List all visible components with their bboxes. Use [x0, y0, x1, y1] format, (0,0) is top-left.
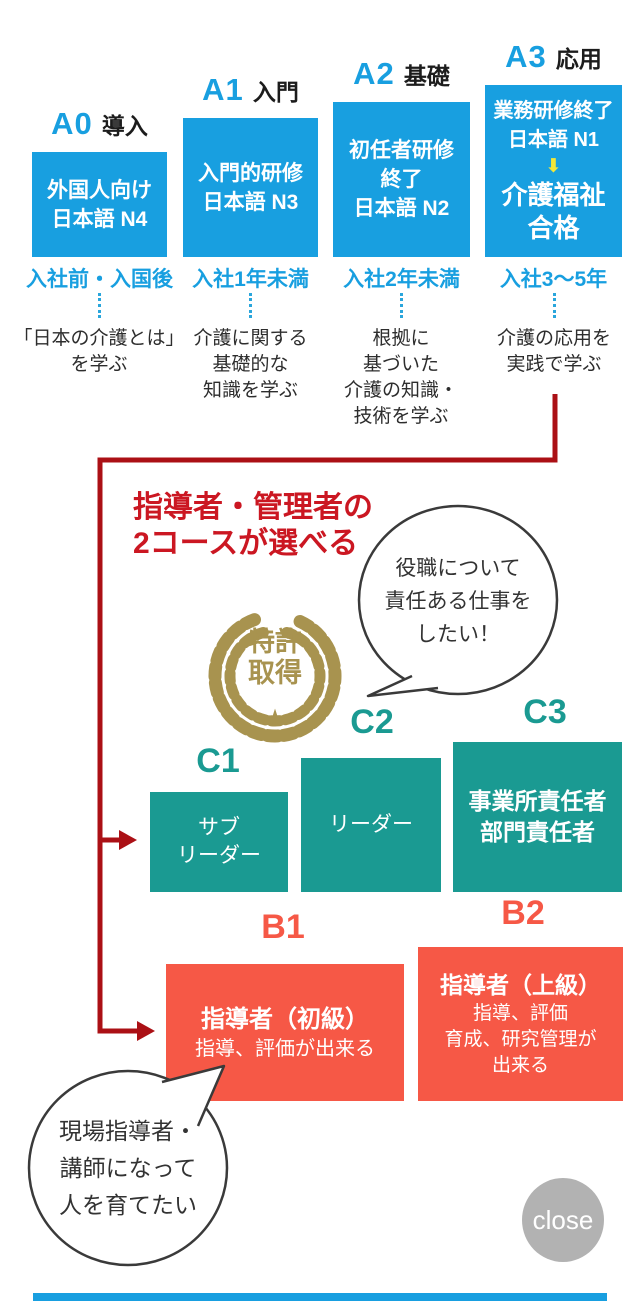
stage-a3-description: 介護の応用を 実践で学ぶ: [496, 328, 611, 375]
down-arrow-icon: ⬇: [545, 156, 562, 177]
stage-a2-box: 初任者研修 終了 日本語 N2: [333, 102, 470, 257]
stage-a1-timeline: 入社1年未満: [192, 268, 309, 291]
stage-a2-header: A2 基礎: [333, 56, 470, 92]
stage-a0-header: A0 導入: [32, 106, 167, 142]
stage-a0-box-line1: 外国人向け: [47, 178, 152, 202]
stage-a3-box-line2: 日本語 N1: [507, 129, 600, 151]
stage-a0-box: 外国人向け 日本語 N4: [32, 152, 167, 257]
c3-label: C3: [523, 693, 567, 731]
stage-a1-box: 入門的研修 日本語 N3: [183, 118, 318, 257]
stage-a3-box: 業務研修終了 日本語 N1 ⬇ 介護福祉 合格: [485, 85, 622, 257]
arrowhead-to-b1: [137, 1021, 155, 1041]
stage-a3-header: A3 応用: [485, 39, 622, 75]
stage-a1-box-line2: 日本語 N3: [202, 190, 299, 214]
stage-a2-tag: 基礎: [403, 63, 450, 89]
stage-a1-description: 介護に関する 基礎的な 知識を学ぶ: [193, 328, 308, 401]
stage-a2-dotted-line: [400, 293, 403, 318]
stage-a3-box-main2: 合格: [527, 213, 580, 243]
bottom-blue-bar: [33, 1293, 607, 1301]
stage-a3-box-main1: 介護福祉: [501, 180, 606, 210]
b2-box: 指導者（上級） 指導、評価 育成、研究管理が 出来る: [418, 947, 623, 1101]
stage-a0-code: A0: [51, 106, 93, 141]
stage-a3-timeline: 入社3〜5年: [499, 268, 608, 291]
stage-a2-description: 根拠に 基づいた 介護の知識・ 技術を学ぶ: [343, 328, 458, 427]
stage-a0-tag: 導入: [101, 113, 148, 139]
stage-a3-code: A3: [505, 39, 547, 74]
stage-a0-dotted-line: [98, 293, 101, 318]
c1-label: C1: [196, 742, 240, 780]
patent-badge-text: 特許 取得: [248, 627, 302, 688]
b2-label: B2: [501, 894, 545, 932]
arrowhead-to-c1: [119, 830, 137, 850]
stage-a1-dotted-line: [249, 293, 252, 318]
stage-a2-box-line2: 終了: [380, 168, 423, 191]
stage-a3-box-line1: 業務研修終了: [493, 100, 614, 122]
stage-a1-box-line1: 入門的研修: [198, 161, 303, 185]
stage-a2-box-line3: 日本語 N2: [353, 197, 450, 220]
stage-a2-code: A2: [353, 56, 395, 91]
stage-a1-code: A1: [202, 72, 244, 107]
c3-box: 事業所責任者 部門責任者: [453, 742, 622, 892]
close-button[interactable]: close: [522, 1178, 604, 1262]
b1-label: B1: [261, 908, 305, 946]
stage-a2-box-line1: 初任者研修: [349, 139, 454, 162]
stage-a0-box-line2: 日本語 N4: [51, 207, 148, 231]
stage-a2-timeline: 入社2年未満: [343, 268, 460, 291]
b1-box: 指導者（初級） 指導、評価が出来る: [166, 964, 404, 1101]
speech-bubble-top-text: 役職について 責任ある仕事を したい！: [384, 557, 532, 646]
c1-box: サブ リーダー: [150, 792, 288, 892]
stage-a3-dotted-line: [553, 293, 556, 318]
c2-label: C2: [350, 703, 394, 741]
stage-a1-header: A1 入門: [183, 72, 318, 108]
stage-a0-timeline: 入社前・入国後: [26, 268, 173, 291]
stage-a1-tag: 入門: [252, 79, 299, 105]
stage-a3-tag: 応用: [555, 46, 602, 72]
branch-heading: 指導者・管理者の 2コースが選べる: [133, 491, 373, 560]
star-icon: ★: [264, 705, 286, 732]
c2-box: リーダー: [301, 758, 441, 892]
speech-bubble-bottom-text: 現場指導者・ 講師になって 人を育てたい: [59, 1118, 197, 1218]
stage-a0-description: 「日本の介護とは」 を学ぶ: [13, 328, 185, 375]
